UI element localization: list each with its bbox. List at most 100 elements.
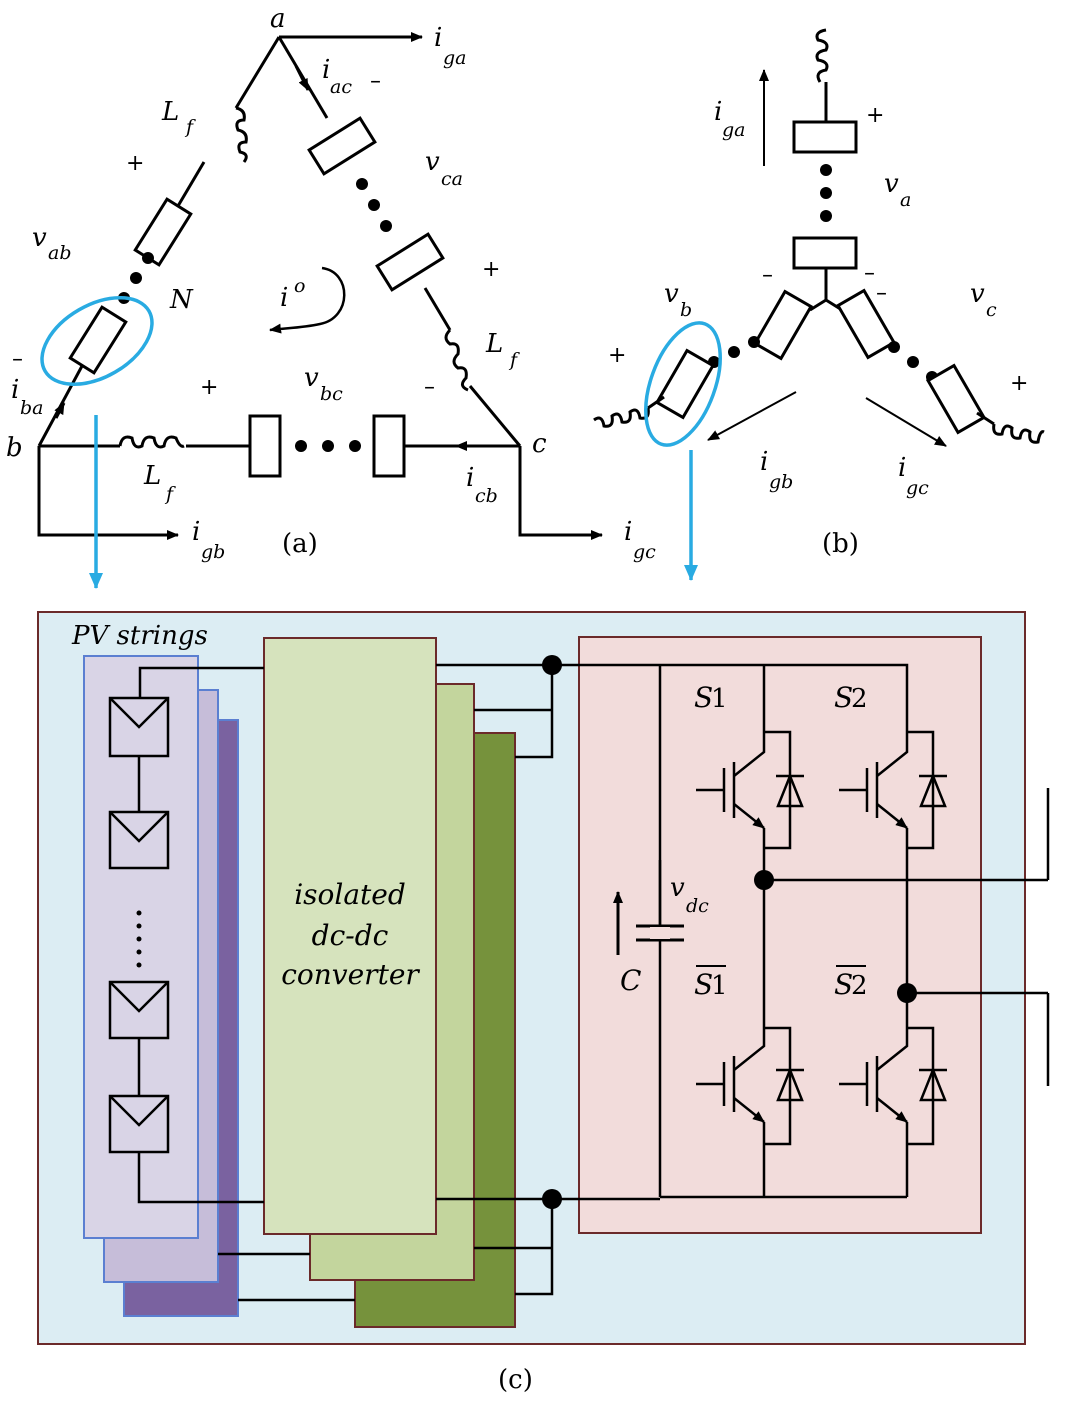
inductor-bc [118, 435, 185, 449]
switch-s1-bar-index: 1 [711, 971, 728, 1001]
label-lf-top-sub: f [184, 116, 196, 138]
module-star-b-1 [752, 289, 814, 361]
label-igc-a: i [624, 517, 632, 547]
inductor-star-a [815, 28, 829, 83]
label-igc-b-sub: gc [906, 477, 929, 499]
igbt-s1 [696, 730, 804, 850]
capacitor-label: C [620, 964, 641, 997]
node-c: c [532, 429, 547, 459]
label-va: v [884, 169, 899, 199]
inverter-background [578, 636, 982, 1234]
sign-plus-star-b: + [608, 343, 626, 368]
converter-label-3: converter [281, 958, 420, 991]
sign-plus-star-a: + [866, 103, 884, 128]
label-io-sup: o [294, 275, 305, 297]
module-ab-2 [68, 305, 128, 375]
module-star-a-2 [792, 236, 858, 270]
module-bc-2 [372, 414, 406, 478]
node-b: b [6, 433, 23, 463]
switch-s1-bar-label: S [694, 968, 713, 1001]
label-iba: i [11, 375, 19, 405]
label-iac: i [322, 55, 330, 85]
sign-minus-star-a: – [864, 261, 875, 286]
module-star-a-1 [792, 120, 858, 154]
label-iga-a: i [434, 23, 442, 53]
converter-front [263, 637, 437, 1235]
module-star-b-2 [654, 348, 716, 420]
node-neutral: N [169, 285, 194, 315]
vdc-label: v [670, 873, 685, 903]
inductor-ab [235, 106, 248, 163]
label-vb: v [664, 279, 679, 309]
delta-connection: a b c N L f L f L f v ab v ca v bc i ac … [6, 4, 656, 589]
caption-c: (c) [498, 1365, 533, 1395]
label-vc-sub: c [986, 299, 997, 321]
sign-minus-ac: – [370, 69, 381, 94]
switch-s2-bar-index: 2 [851, 971, 868, 1001]
label-icb-sub: cb [475, 485, 498, 507]
label-iga-a-sub: ga [443, 47, 467, 69]
label-igb-b-sub: gb [769, 471, 793, 493]
switch-s1-label: S [694, 681, 713, 714]
sign-minus-bc: – [424, 375, 435, 400]
highlight-ellipse-b [644, 321, 722, 447]
label-lf-bottom: L [143, 461, 161, 491]
label-iac-sub: ac [330, 76, 352, 98]
label-vc: v [970, 279, 985, 309]
label-vb-sub: b [680, 299, 692, 321]
label-vab-sub: ab [48, 242, 72, 264]
sign-minus-ab: – [12, 347, 23, 372]
label-lf-top: L [161, 97, 179, 127]
label-va-sub: a [900, 189, 911, 211]
circulating-current-arrow [269, 266, 346, 334]
module-star-c-1 [835, 288, 897, 360]
inductor-star-c [992, 423, 1045, 444]
module-star-c-2 [925, 363, 987, 435]
label-vbc: v [304, 363, 319, 393]
vdc-label-sub: dc [686, 895, 709, 917]
label-igb-b: i [760, 447, 768, 477]
sign-plus-star-c: + [1010, 371, 1028, 396]
star-connection: i ga v a v b v c i gb i gc + – – – + + (… [593, 28, 1045, 581]
module-bc-1 [248, 414, 282, 478]
label-igb-a: i [192, 517, 200, 547]
igbt-s2-bar [839, 1026, 947, 1146]
switch-s2-label: S [834, 681, 853, 714]
label-lf-right: L [485, 329, 503, 359]
pv-module-panel: PV strings isolated dc-dc converter C v … [37, 611, 1050, 1345]
highlight-ellipse-a [40, 295, 154, 387]
pv-strings-label: PV strings [71, 621, 208, 651]
inductor-ac [444, 328, 469, 392]
converter-label-2: dc-dc [312, 919, 389, 952]
label-vbc-sub: bc [320, 383, 343, 405]
pv-string [108, 666, 264, 1204]
label-iga-b: i [714, 97, 722, 127]
label-igb-a-sub: gb [201, 541, 225, 563]
caption-a: (a) [282, 529, 318, 559]
node-a: a [270, 4, 286, 34]
label-io: i [280, 283, 288, 313]
label-icb: i [466, 463, 474, 493]
label-igc-b: i [898, 453, 906, 483]
module-ac-2 [375, 232, 445, 292]
inductor-star-b [593, 407, 650, 428]
sign-minus-star-b: – [762, 263, 773, 288]
switch-s2-bar-label: S [834, 968, 853, 1001]
sign-plus-ac: + [482, 257, 500, 282]
sign-minus-star-c: – [876, 281, 887, 306]
label-lf-right-sub: f [508, 349, 520, 371]
label-vab: v [32, 223, 47, 253]
label-iba-sub: ba [20, 397, 44, 419]
switch-s1-index: 1 [711, 684, 728, 714]
label-iga-b-sub: ga [722, 119, 746, 141]
label-vca-sub: ca [441, 168, 463, 190]
caption-b: (b) [822, 529, 859, 559]
label-vca: v [425, 147, 440, 177]
sign-plus-ab: + [126, 151, 144, 176]
label-lf-bottom-sub: f [164, 483, 176, 505]
label-igc-a-sub: gc [633, 541, 656, 563]
pv-panel-front [83, 655, 199, 1239]
sign-plus-bc: + [200, 375, 218, 400]
converter-label-1: isolated [294, 878, 406, 911]
